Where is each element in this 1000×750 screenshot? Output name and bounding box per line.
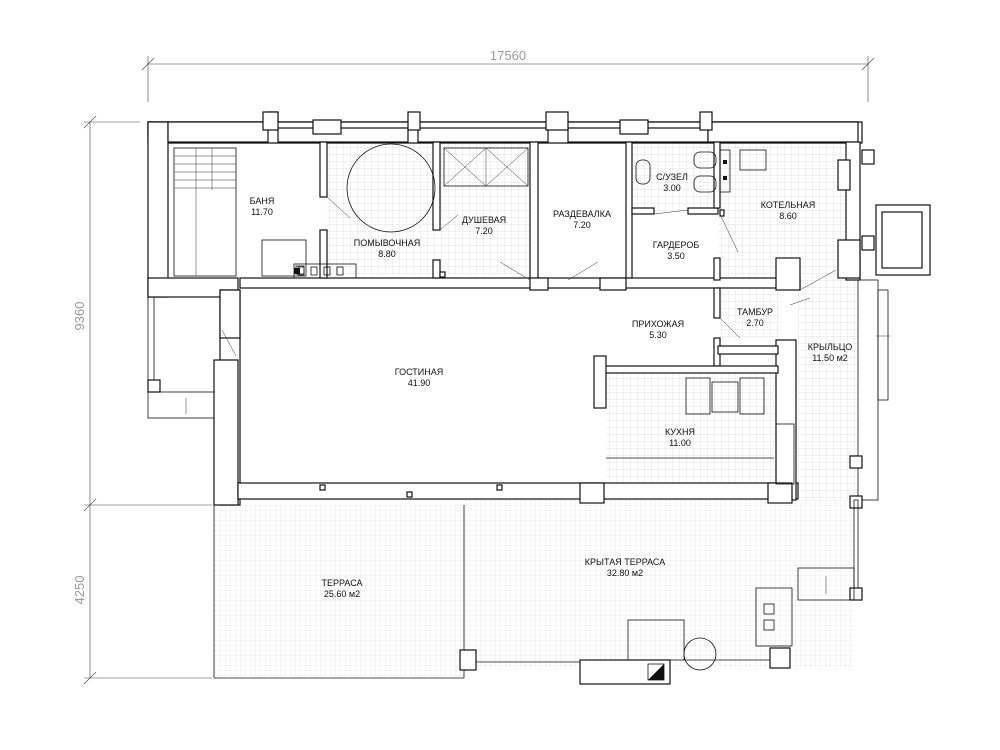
- tambur-area: 2.70: [746, 318, 764, 328]
- krytaya-terrasa-name: КРЫТАЯ ТЕРРАСА: [585, 557, 665, 567]
- terrace-structures: [213, 265, 791, 685]
- dushevaya-area: 7.20: [475, 226, 493, 236]
- razdevalka-name: РАЗДЕВАЛКА: [553, 209, 611, 219]
- terrasa-name: ТЕРРАСА: [321, 578, 362, 588]
- terrasa-area: 25.60 м2: [324, 589, 360, 599]
- dimension-lines: [83, 56, 875, 685]
- garderob-name: ГАРДЕРОБ: [653, 240, 700, 250]
- gostinaya-name: ГОСТИНАЯ: [395, 367, 444, 377]
- bathroom-fixtures: [635, 149, 767, 193]
- terrace-depth-dimension: 4250: [72, 576, 87, 605]
- garderob-area: 3.50: [667, 251, 685, 261]
- plunge-pool: [346, 143, 436, 233]
- tambur-name: ТАМБУР: [737, 307, 773, 317]
- krytaya-terrasa-area: 32.80 м2: [607, 568, 643, 578]
- kuhnya-name: КУХНЯ: [665, 427, 695, 437]
- sauna-benches: [173, 147, 357, 279]
- razdevalka-area: 7.20: [573, 220, 591, 230]
- suzel-name: С/УЗЕЛ: [656, 172, 688, 182]
- pomyvochnaya-name: ПОМЫВОЧНАЯ: [354, 238, 420, 248]
- floor-tiling: [214, 143, 858, 677]
- left-steps: [147, 296, 215, 419]
- shower-cabin: [443, 147, 529, 187]
- kotelnaya-area: 8.60: [779, 211, 797, 221]
- kuhnya-area: 11.00: [669, 438, 691, 448]
- gostinaya-area: 41.90: [408, 378, 431, 388]
- krylco-name: КРЫЛЬЦО: [808, 342, 853, 352]
- window-markers: [319, 271, 503, 498]
- prihozhaya-area: 5.30: [649, 330, 667, 340]
- banya-area: 11.70: [251, 207, 273, 217]
- kotelnaya-name: КОТЕЛЬНАЯ: [761, 200, 815, 210]
- prihozhaya-name: ПРИХОЖАЯ: [632, 319, 684, 329]
- stove-marker: [294, 268, 300, 274]
- pomyvochnaya-area: 8.80: [378, 249, 396, 259]
- outer-walls: [147, 111, 931, 506]
- interior-walls: [319, 141, 801, 409]
- banya-name: БАНЯ: [250, 196, 275, 206]
- porch-steps: [755, 279, 890, 647]
- suzel-area: 3.00: [663, 183, 681, 193]
- house-depth-dimension: 9360: [72, 302, 87, 331]
- dushevaya-name: ДУШЕВАЯ: [462, 215, 506, 225]
- door-swings: [221, 196, 837, 357]
- total-width-dimension: 17560: [490, 48, 526, 63]
- krylco-area: 11.50 м2: [812, 353, 848, 363]
- kitchen-furniture: [606, 377, 795, 485]
- room-labels: БАНЯ 11.70 ПОМЫВОЧНАЯ 8.80 ДУШЕВАЯ 7.20 …: [250, 172, 853, 599]
